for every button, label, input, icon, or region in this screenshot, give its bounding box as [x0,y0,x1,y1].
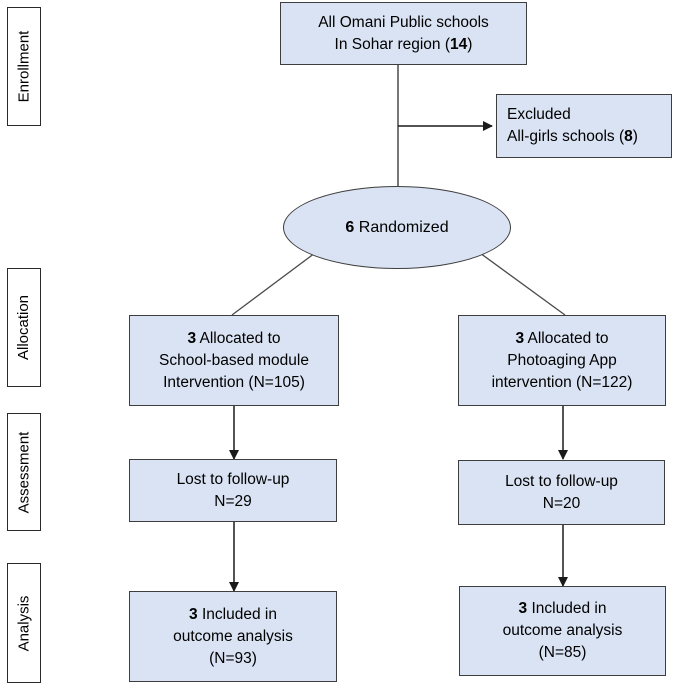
stage-label-allocation: Allocation [7,268,41,387]
connector-randomized-to-right [479,252,566,316]
lost-right-line2: N=20 [542,494,581,512]
stage-label-allocation-text: Allocation [15,294,33,361]
lost-right-box: Lost to follow-up N=20 [458,460,665,525]
allocation-right-line3: intervention (N=122) [491,373,633,391]
randomized-count: 6 [345,218,355,236]
analysis-right-line2: outcome analysis [502,622,623,639]
allocation-right-box: 3 Allocated to Photoaging App interventi… [458,315,666,406]
excluded-box: Excluded All-girls schools (8) [496,94,672,158]
excluded-line2: All-girls schools (8) [507,128,638,145]
lost-left-box: Lost to follow-up N=29 [129,459,337,522]
allocation-left-line1: 3 Allocated to [187,329,281,347]
randomized-text: 6 Randomized [345,218,449,236]
analysis-left-box: 3 Included in outcome analysis (N=93) [129,591,337,682]
lost-left-line1: Lost to follow-up [176,470,290,488]
randomized-ellipse: 6 Randomized [283,186,511,269]
stage-label-assessment-text: Assessment [15,431,33,513]
excluded-line1: Excluded [507,106,571,123]
allocation-left-line3: Intervention (N=105) [163,373,305,391]
stage-label-analysis: Analysis [7,563,41,683]
analysis-left-line2: outcome analysis [173,627,293,645]
enrollment-line2: In Sohar region (14) [334,35,473,53]
stage-label-enrollment: Enrollment [7,7,41,126]
allocation-right-line2: Photoaging App [507,351,617,369]
excluded-count: 8 [624,128,633,145]
lost-left-line2: N=29 [214,492,252,510]
allocation-left-line2: School-based module [159,351,309,369]
enrollment-box: All Omani Public schools In Sohar region… [280,2,527,65]
analysis-left-line3: (N=93) [209,649,257,667]
allocation-left-box: 3 Allocated to School-based module Inter… [129,315,339,406]
analysis-right-box: 3 Included in outcome analysis (N=85) [459,586,666,676]
enrollment-count: 14 [450,35,468,53]
stage-label-analysis-text: Analysis [15,595,33,651]
allocation-right-line1: 3 Allocated to [515,329,609,347]
enrollment-line1: All Omani Public schools [318,13,489,31]
analysis-right-line3: (N=85) [538,644,587,661]
analysis-left-line1: 3 Included in [189,605,277,623]
connector-randomized-to-left [231,252,316,316]
lost-right-line1: Lost to follow-up [505,472,618,490]
analysis-right-line1: 3 Included in [518,600,607,617]
stage-label-enrollment-text: Enrollment [15,30,33,103]
stage-label-assessment: Assessment [7,413,41,531]
